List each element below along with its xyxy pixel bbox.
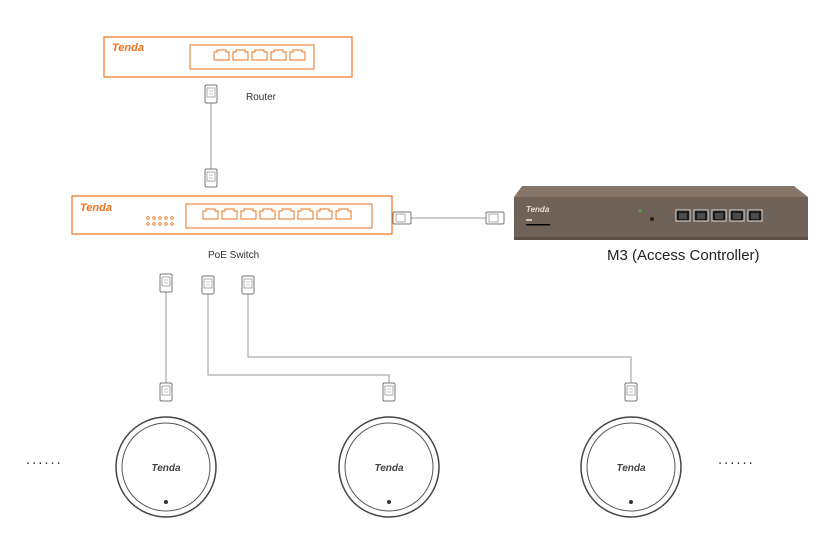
access-point-1: Tenda xyxy=(115,416,217,518)
switch-brand-logo: Tenda xyxy=(80,202,112,214)
poe-switch-label: PoE Switch xyxy=(208,250,260,261)
connector-switch-right xyxy=(392,211,412,225)
connector-ap1 xyxy=(159,382,173,402)
router-port-panel xyxy=(189,44,315,70)
ac-model-subtext xyxy=(526,224,550,226)
ap2-brand-logo: Tenda xyxy=(374,463,404,474)
access-point-2: Tenda xyxy=(338,416,440,518)
router-body xyxy=(103,36,353,78)
connector-ac xyxy=(485,211,505,225)
connector-switch-ap1 xyxy=(159,273,173,293)
ap3-led xyxy=(629,500,633,504)
ac-ports xyxy=(675,209,763,222)
ap1-brand-logo: Tenda xyxy=(151,463,181,474)
ac-model-text xyxy=(526,219,532,221)
switch-ap3-cable xyxy=(247,294,632,384)
router-label: Router xyxy=(246,92,277,103)
connector-switch-ap3 xyxy=(241,275,255,295)
switch-led-indicators xyxy=(146,216,174,226)
cable-connectors xyxy=(159,84,638,402)
access-point-3: Tenda xyxy=(580,416,682,518)
more-access-points-right-ellipsis: ······ xyxy=(718,457,755,472)
ap3-brand-logo: Tenda xyxy=(616,463,646,474)
ac-top xyxy=(514,186,808,197)
ac-reset-hole xyxy=(650,217,654,221)
ap2-led xyxy=(387,500,391,504)
access-controller-label: M3 (Access Controller) xyxy=(607,247,760,264)
router-brand-logo: Tenda xyxy=(112,42,144,54)
ac-front xyxy=(514,197,808,237)
access-controller: Tenda xyxy=(514,186,808,240)
cables xyxy=(165,101,632,384)
router: Tenda xyxy=(103,36,353,78)
ap1-led xyxy=(164,500,168,504)
ac-power-led xyxy=(638,209,642,213)
connector-ap3 xyxy=(624,382,638,402)
poe-switch: Tenda xyxy=(71,195,393,235)
connector-ap2 xyxy=(382,382,396,402)
more-access-points-left-ellipsis: ······ xyxy=(26,457,63,472)
connector-switch-top xyxy=(204,168,218,188)
switch-port-panel xyxy=(185,203,373,229)
ac-brand-logo: Tenda xyxy=(526,205,550,214)
connector-switch-ap2 xyxy=(201,275,215,295)
connector-router xyxy=(204,84,218,104)
switch-ap2-cable xyxy=(207,294,390,384)
ac-bottom-edge xyxy=(514,237,808,240)
